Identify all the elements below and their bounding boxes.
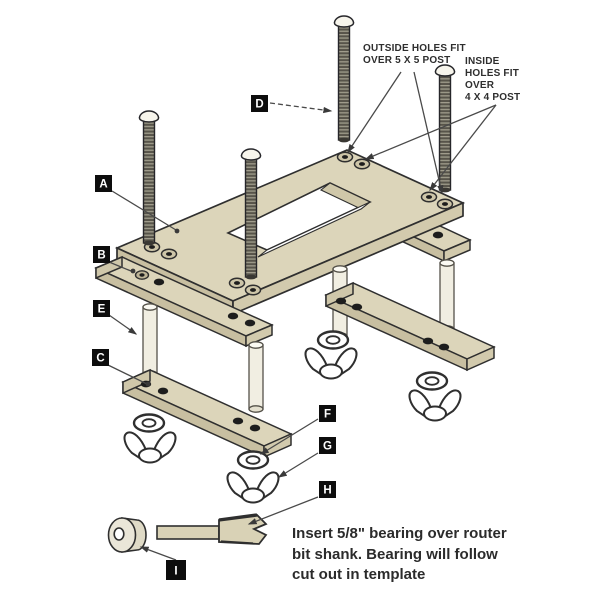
label-e-badge: E bbox=[93, 300, 110, 317]
carriage-bolt-4 bbox=[434, 64, 456, 193]
label-i-badge: I bbox=[166, 560, 186, 580]
label-f-text: F bbox=[324, 409, 331, 421]
leader-c bbox=[107, 364, 151, 387]
part-label-badges: A B C D E F G H I bbox=[92, 95, 336, 580]
leader-b bbox=[108, 261, 136, 274]
instruction-line2: bit shank. Bearing will follow bbox=[292, 546, 498, 563]
plate-holes bbox=[143, 151, 454, 296]
instruction-line3: cut out in template bbox=[292, 566, 425, 583]
label-b-text: B bbox=[97, 250, 105, 262]
carriage-bolt-1 bbox=[138, 110, 160, 246]
leader-i bbox=[139, 546, 177, 561]
leader-outside-1 bbox=[347, 71, 402, 154]
label-c-badge: C bbox=[92, 349, 109, 366]
dowel-spacer-2 bbox=[248, 341, 264, 413]
wing-nut-1 bbox=[123, 431, 177, 464]
wing-nut-2 bbox=[226, 471, 280, 504]
dowel-spacer-1 bbox=[142, 303, 158, 378]
upper-cross-bar-left bbox=[94, 255, 274, 348]
wing-nut-3 bbox=[304, 347, 358, 380]
leader-h bbox=[247, 496, 319, 525]
label-b-badge: B bbox=[93, 246, 110, 263]
router-bit bbox=[156, 513, 268, 545]
callout-outside-line1: OUTSIDE HOLES FIT bbox=[363, 43, 466, 54]
instruction-line1: Insert 5/8" bearing over router bbox=[292, 525, 507, 542]
label-e-text: E bbox=[98, 304, 106, 316]
leader-d bbox=[269, 102, 333, 114]
bar-hole bbox=[134, 270, 256, 327]
label-f-badge: F bbox=[319, 405, 336, 422]
callout-outside-line2: OVER 5 X 5 POST bbox=[363, 55, 450, 66]
leader-lines bbox=[107, 71, 497, 561]
label-h-badge: H bbox=[319, 481, 336, 498]
callout-outside-holes: OUTSIDE HOLES FIT OVER 5 X 5 POST bbox=[363, 43, 466, 66]
instruction-text: Insert 5/8" bearing over router bit shan… bbox=[292, 525, 507, 583]
callout-inside-line3: OVER bbox=[465, 80, 495, 91]
washer-2 bbox=[236, 450, 270, 470]
bearing bbox=[107, 517, 147, 553]
wing-nut-4 bbox=[408, 389, 462, 422]
callout-inside-line1: INSIDE bbox=[465, 56, 500, 67]
label-a-text: A bbox=[99, 179, 107, 191]
label-h-text: H bbox=[323, 485, 331, 497]
leader-e bbox=[108, 314, 138, 335]
callout-inside-line4: 4 X 4 POST bbox=[465, 92, 520, 103]
leader-g bbox=[277, 452, 319, 478]
washer-4 bbox=[415, 371, 449, 391]
leader-f bbox=[259, 418, 319, 455]
carriage-bolt-3 bbox=[333, 15, 355, 143]
lower-cross-bar-right bbox=[324, 281, 496, 372]
label-d-text: D bbox=[255, 99, 263, 111]
callout-inside-holes: INSIDE HOLES FIT OVER 4 X 4 POST bbox=[465, 56, 520, 103]
carriage-bolt-2 bbox=[240, 148, 262, 280]
label-c-text: C bbox=[96, 353, 104, 365]
bar-hole bbox=[335, 297, 450, 351]
lower-cross-bar-left bbox=[121, 368, 293, 459]
callout-inside-line2: HOLES FIT bbox=[465, 68, 519, 79]
dowel-spacer-4 bbox=[439, 259, 455, 333]
label-a-badge: A bbox=[95, 175, 112, 192]
plate-cutout bbox=[226, 182, 372, 258]
label-g-text: G bbox=[323, 441, 332, 453]
washer-3 bbox=[316, 330, 350, 350]
leader-inside-1 bbox=[364, 104, 497, 160]
label-i-text: I bbox=[174, 566, 177, 578]
leader-outside-2 bbox=[413, 71, 444, 195]
leader-a bbox=[111, 190, 180, 234]
template-plate bbox=[114, 149, 466, 316]
washer-1 bbox=[132, 413, 166, 433]
label-g-badge: G bbox=[319, 437, 336, 454]
leader-inside-2 bbox=[429, 104, 497, 192]
label-d-badge: D bbox=[251, 95, 268, 112]
